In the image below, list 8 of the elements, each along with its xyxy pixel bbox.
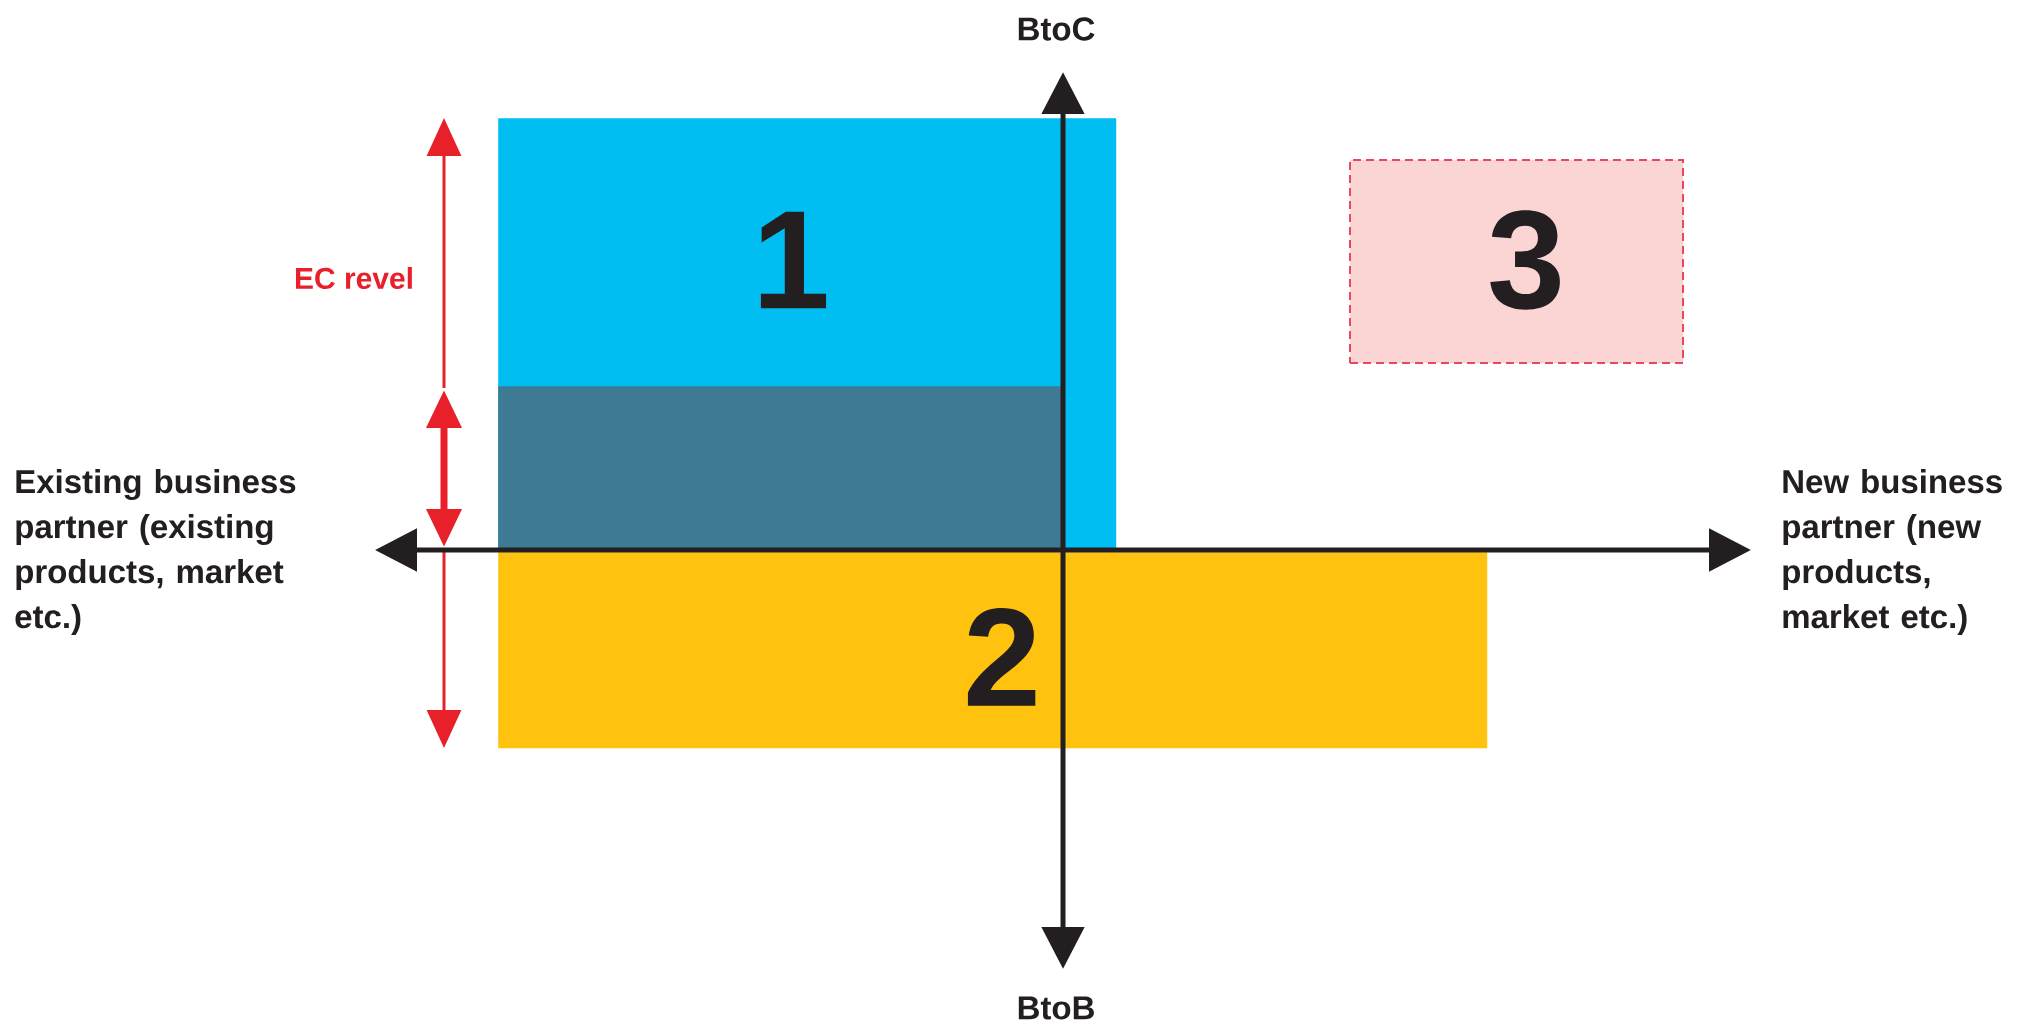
axis-label: BtoC [1018,17,1095,41]
quadrant-box: 3 [1349,159,1684,364]
quadrant-box [498,386,1064,549]
axis-label: BtoB [1018,996,1094,1020]
axis-label: Existing business partner (existing products, market etc.) [15,469,296,635]
axis-label: New business partner (new products, market etc.) [1783,469,2002,635]
dimension-label: EC revel [296,267,412,289]
quadrant-box: 2 [498,552,1488,749]
